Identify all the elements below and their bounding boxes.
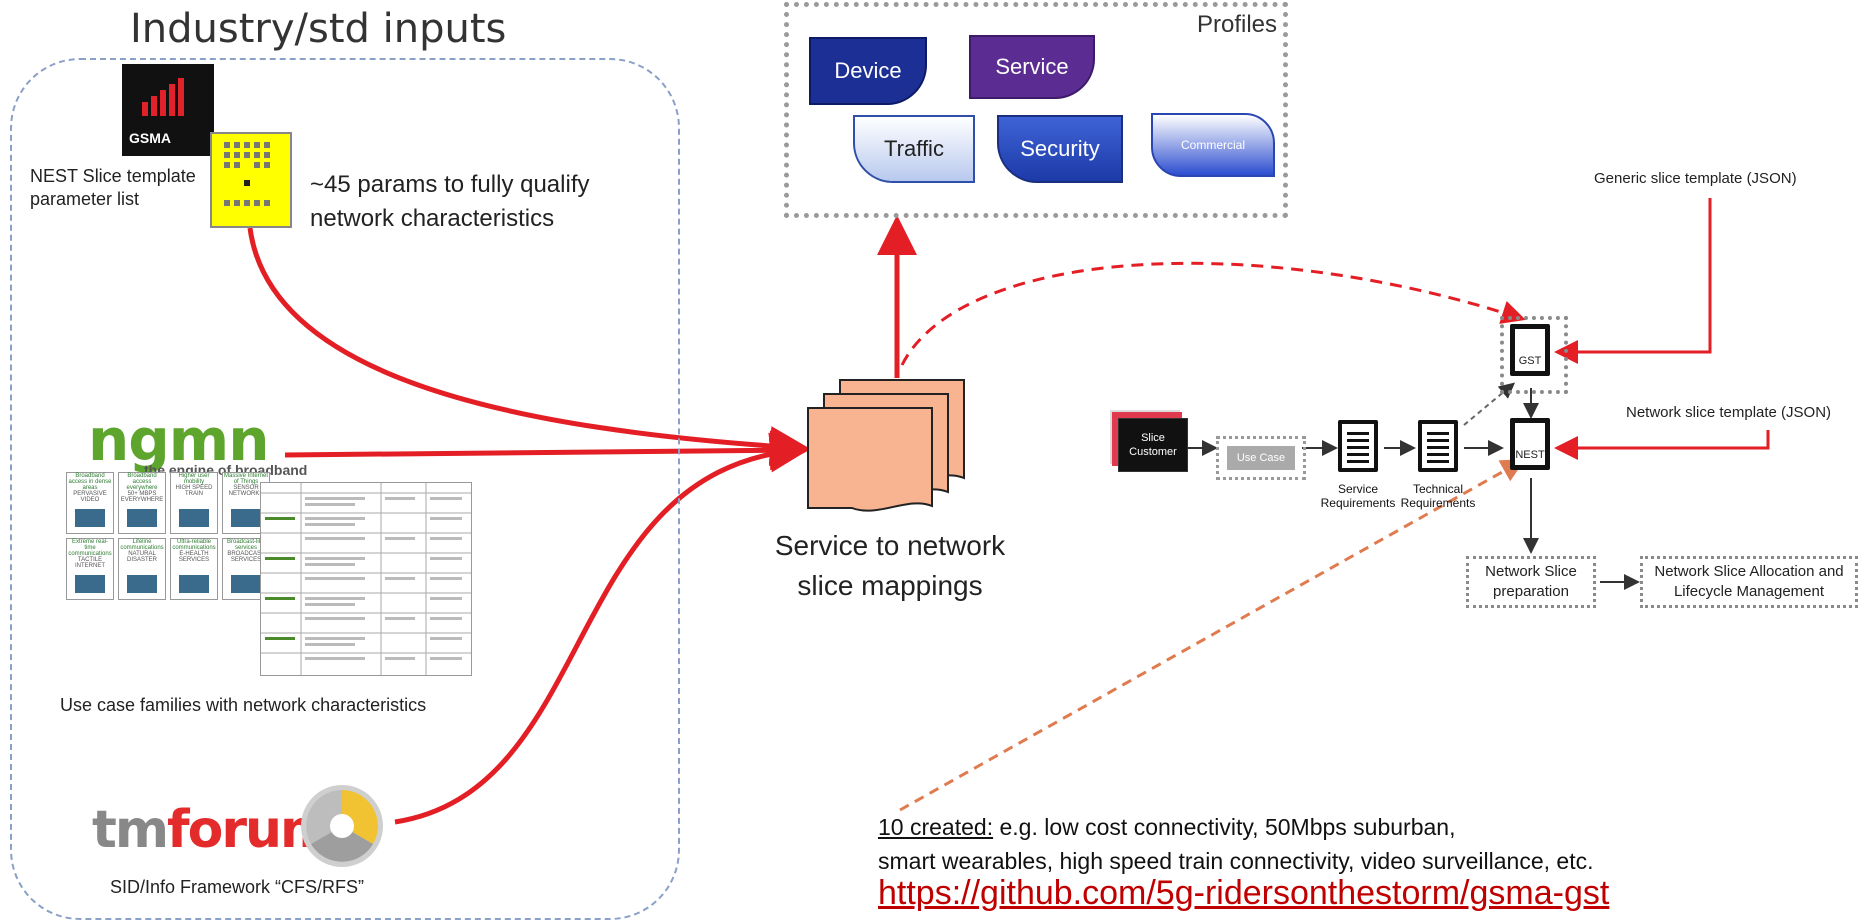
gsma-logo: GSMA (122, 64, 214, 156)
tmforum-emblem-icon (301, 785, 383, 867)
gsma-bars-icon (142, 78, 184, 116)
network-template-label: Network slice template (JSON) (1626, 404, 1832, 421)
mapping-documents-icon (807, 379, 965, 512)
technical-requirements-document-icon (1418, 420, 1458, 472)
profile-device: Device (809, 37, 927, 105)
bottom-to-nest-dashed-arrow (899, 459, 1526, 812)
industry-inputs-title: Industry/std inputs (130, 6, 507, 52)
gst-examples-text: 10 created: e.g. low cost connectivity, … (878, 814, 1594, 874)
use-case-box: Use Case (1216, 436, 1306, 480)
gsma-to-mapping-arrow (247, 227, 810, 467)
gsma-description: ~45 params to fully qualify network char… (310, 171, 590, 232)
profile-commercial: Commercial (1151, 113, 1275, 177)
github-link[interactable]: https://github.com/5g-ridersonthestorm/g… (878, 874, 1610, 912)
mapping-label: Service to network slice mappings (774, 530, 1006, 601)
created-count: 10 created: (878, 814, 994, 840)
ngmn-caption: Use case families with network character… (60, 695, 427, 715)
gsma-label: NEST Slice template parameter list (30, 166, 196, 209)
gsma-logo-text: GSMA (129, 130, 171, 146)
gst-container (1500, 316, 1568, 394)
generic-template-arrow (1554, 198, 1712, 364)
ngmn-to-mapping-arrow (284, 430, 810, 471)
profile-service: Service (969, 35, 1095, 99)
profile-security: Security (997, 115, 1123, 183)
generic-template-label: Generic slice template (JSON) (1594, 170, 1797, 187)
tmforum-logo: tmforum (92, 800, 334, 860)
nest-document-icon: NEST (1510, 418, 1550, 470)
service-requirements-document-icon (1338, 420, 1378, 472)
profile-traffic: Traffic (853, 115, 975, 183)
ngmn-logo: ngmn the engine of broadband (88, 406, 308, 478)
tmforum-to-mapping-arrow (394, 432, 810, 825)
profiles-title: Profiles (1196, 11, 1277, 38)
yellow-document-icon (210, 132, 292, 228)
profiles-container: Profiles Device Service Traffic Security… (784, 2, 1288, 218)
network-template-arrow (1554, 430, 1770, 460)
gst-document-icon: GST (1510, 324, 1550, 376)
industry-inputs-container (10, 58, 680, 920)
ngmn-requirements-table (260, 482, 472, 676)
mapping-to-gst-dashed-arrow (900, 261, 1526, 366)
tmforum-caption: SID/Info Framework “CFS/RFS” (110, 877, 365, 897)
